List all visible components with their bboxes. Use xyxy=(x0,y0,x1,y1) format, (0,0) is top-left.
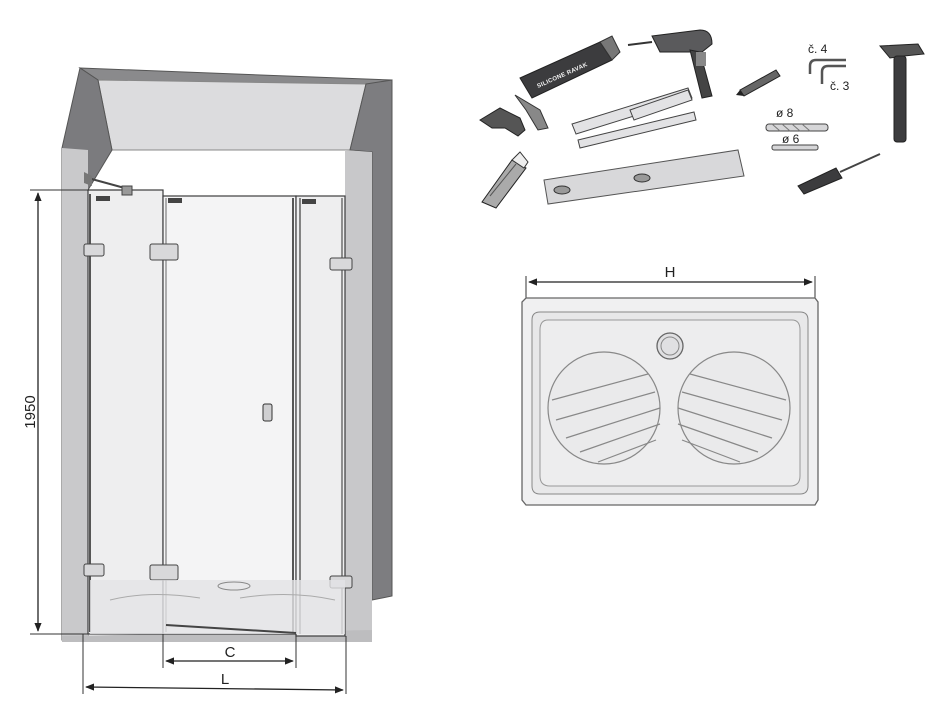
allen-key-icon xyxy=(808,58,846,84)
hinge-bottom-left xyxy=(83,563,105,577)
tray-drawing: H xyxy=(521,264,819,506)
spirit-level-icon xyxy=(543,149,745,205)
total-width-dimension: L xyxy=(82,634,347,694)
total-width-label: L xyxy=(221,671,229,688)
hammer-icon xyxy=(878,43,925,143)
drill-bit-6-label: ø 6 xyxy=(782,132,800,146)
screwdriver-icon xyxy=(797,153,881,195)
height-dimension: 1950 xyxy=(22,189,120,635)
utility-knife-icon xyxy=(481,151,529,209)
door-glass xyxy=(162,195,297,635)
hinge-top-right xyxy=(329,257,353,271)
allen-key-3-label: č. 3 xyxy=(830,79,850,93)
shower-tray xyxy=(90,580,345,634)
wall-bracket xyxy=(84,172,92,186)
folding-ruler-icon xyxy=(571,87,697,149)
pencil-icon xyxy=(736,69,781,97)
tray-width-label: H xyxy=(665,264,676,281)
ravak-logo xyxy=(96,196,316,204)
door-width-dimension: C xyxy=(162,634,297,668)
drill-icon xyxy=(627,29,713,99)
tray-antislip-right xyxy=(677,351,791,465)
shower-enclosure-drawing xyxy=(61,67,393,642)
silicone-gun-icon: SILICONE RAVAK xyxy=(479,35,621,137)
right-wall-face xyxy=(345,150,372,636)
tray-antislip-left xyxy=(547,351,661,465)
allen-key-4-label: č. 4 xyxy=(808,42,828,56)
tools-group: SILICONE RAVAK č. 4 č. 3 xyxy=(479,29,925,209)
hinge-top-door xyxy=(149,243,179,261)
drill-bit-8-label: ø 8 xyxy=(776,106,794,120)
left-wall-face xyxy=(62,148,88,640)
back-wall xyxy=(97,79,367,151)
hinge-top-left xyxy=(83,243,105,257)
door-handle xyxy=(262,403,273,422)
hinge-bottom-door xyxy=(149,564,179,581)
drill-bit-icon xyxy=(765,123,829,151)
door-width-label: C xyxy=(225,644,236,661)
height-label: 1950 xyxy=(22,395,39,428)
